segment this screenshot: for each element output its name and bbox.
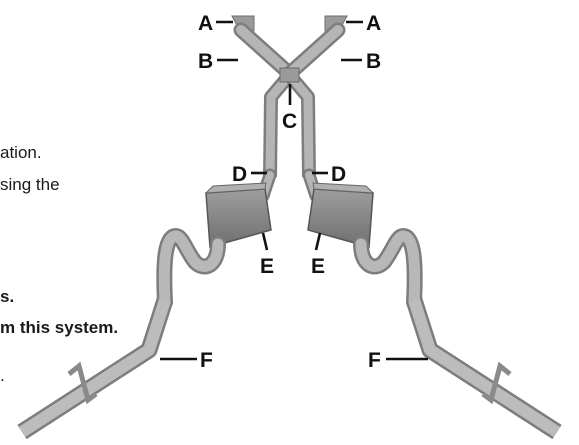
right-exhaust-assembly xyxy=(289,16,557,432)
label-b-left: B xyxy=(198,50,213,73)
label-e-left: E xyxy=(260,255,274,278)
label-f-right: F xyxy=(368,349,381,372)
label-d-right: D xyxy=(331,163,346,186)
label-d-left: D xyxy=(232,163,247,186)
label-f-left: F xyxy=(200,349,213,372)
label-b-right: B xyxy=(366,50,381,73)
x-crossover xyxy=(280,68,299,82)
label-a-right: A xyxy=(366,12,381,35)
label-c: C xyxy=(282,110,297,133)
left-exhaust-assembly xyxy=(22,16,290,432)
label-a-left: A xyxy=(198,12,213,35)
label-e-right: E xyxy=(311,255,325,278)
